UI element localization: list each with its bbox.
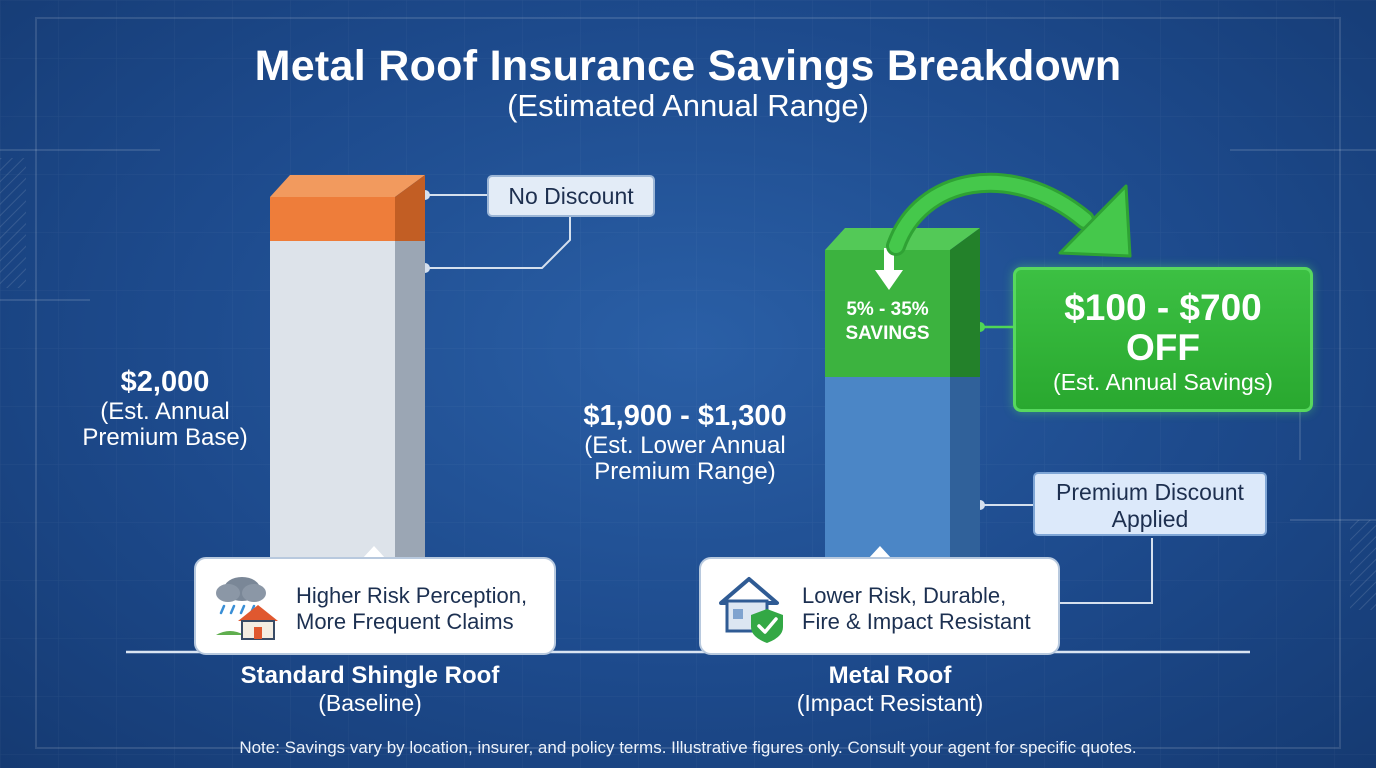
value-standard: $2,000	[120, 366, 210, 398]
info-box-standard-notch	[362, 546, 386, 559]
chart-title: Metal Roof Insurance Savings Breakdown	[254, 42, 1122, 90]
chart-subtitle: (Estimated Annual Range)	[507, 88, 869, 123]
info-standard-line-2: More Frequent Claims	[296, 609, 514, 634]
savings-amount-box: $100 - $700 OFF (Est. Annual Savings)	[1013, 267, 1313, 412]
value-label-metal: $1,900 - $1,300 (Est. Lower Annual Premi…	[555, 400, 815, 485]
info-metal-line-2: Fire & Impact Resistant	[802, 609, 1031, 634]
value-standard-note-2: Premium Base)	[82, 424, 248, 451]
shield-house-icon	[719, 577, 783, 643]
footer-note: Note: Savings vary by location, insurer,…	[239, 738, 1137, 757]
info-metal-line-1: Lower Risk, Durable,	[802, 583, 1007, 608]
value-standard-note-1: (Est. Annual	[100, 398, 230, 425]
info-box-metal-notch	[868, 546, 892, 559]
storm-house-icon	[216, 577, 278, 640]
value-metal-note-2: Premium Range)	[594, 458, 776, 485]
premium-discount-connector	[980, 504, 1153, 604]
bar-standard-side	[395, 241, 425, 571]
bar-standard-roof	[270, 241, 395, 571]
category-standard-name: Standard Shingle Roof	[240, 662, 500, 689]
category-metal-name: Metal Roof	[828, 662, 952, 689]
info-box-metal: Lower Risk, Durable, Fire & Impact Resis…	[699, 557, 1060, 655]
info-standard-line-1: Higher Risk Perception,	[296, 583, 528, 608]
savings-amount: $100 - $700	[1064, 287, 1262, 328]
bar-standard-top	[270, 175, 425, 197]
info-box-standard: Higher Risk Perception, More Frequent Cl…	[194, 557, 556, 655]
value-metal: $1,900 - $1,300	[583, 400, 787, 432]
savings-note: (Est. Annual Savings)	[1053, 369, 1273, 395]
value-label-standard: $2,000 (Est. Annual Premium Base)	[65, 366, 265, 451]
bar-metal-roof	[825, 377, 950, 571]
bar-standard-cap	[270, 197, 395, 241]
value-metal-note-1: (Est. Lower Annual	[584, 432, 786, 459]
savings-percent-label: 5% - 35% SAVINGS	[845, 299, 930, 344]
category-metal: Metal Roof (Impact Resistant)	[720, 662, 1060, 717]
category-metal-sub: (Impact Resistant)	[796, 690, 984, 716]
curved-arrow-icon	[886, 172, 1132, 258]
bar-metal-savings-side	[950, 228, 980, 377]
down-arrow-icon	[875, 248, 903, 290]
category-standard-sub: (Baseline)	[318, 690, 422, 716]
category-standard: Standard Shingle Roof (Baseline)	[200, 662, 540, 717]
no-discount-connector	[425, 194, 571, 269]
bar-metal-side	[950, 377, 980, 571]
no-discount-callout: No Discount	[487, 175, 655, 217]
savings-off: OFF	[1126, 327, 1200, 368]
premium-discount-callout: Premium Discount Applied	[1033, 472, 1267, 536]
